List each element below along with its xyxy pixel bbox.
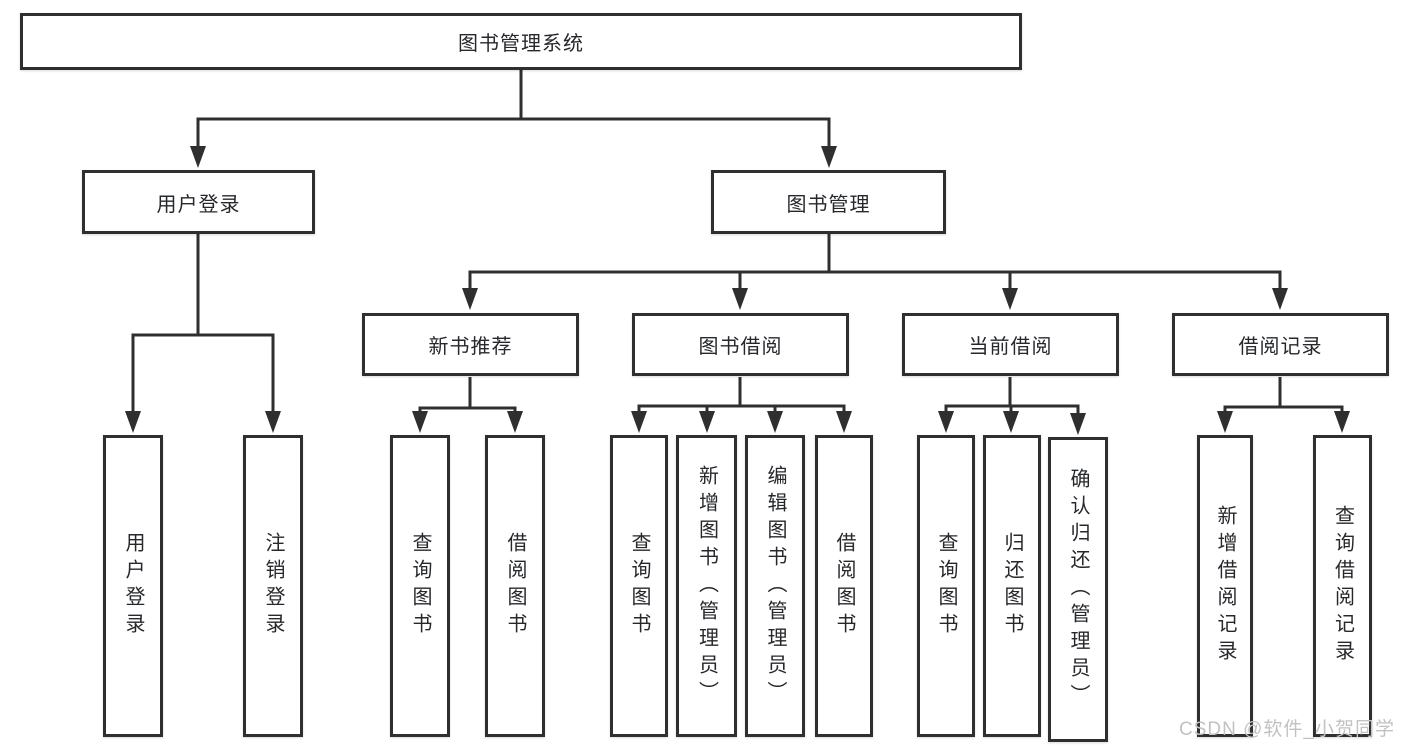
leaf-newrec-query-book-label: 查询图书 [409, 532, 431, 640]
node-root-label: 图书管理系统 [458, 33, 584, 55]
node-book-management: 图书管理 [711, 170, 946, 234]
node-user-login-label: 用户登录 [156, 193, 241, 216]
leaf-current-query-book-label: 查询图书 [935, 532, 957, 640]
leaf-logout: 注销登录 [243, 435, 303, 737]
leaf-edit-book-admin: 编辑图书（管理员） [745, 435, 805, 737]
node-root: 图书管理系统 [20, 13, 1022, 70]
leaf-confirm-return-admin-label: 确认归还（管理员） [1067, 468, 1089, 711]
node-book-borrow: 图书借阅 [632, 313, 849, 376]
leaf-query-borrow-record-label: 查询借阅记录 [1331, 505, 1354, 667]
node-book-management-label: 图书管理 [786, 193, 871, 216]
leaf-newrec-query-book: 查询图书 [390, 435, 450, 737]
leaf-return-book-label: 归还图书 [1001, 532, 1023, 640]
leaf-add-borrow-record-label: 新增借阅记录 [1214, 505, 1236, 667]
node-user-login: 用户登录 [82, 170, 315, 234]
leaf-borrow-query-book-label: 查询图书 [628, 532, 650, 640]
csdn-watermark: CSDN @软件_小贺同学 [1179, 719, 1395, 740]
leaf-user-login: 用户登录 [103, 435, 163, 737]
leaf-borrow-query-book: 查询图书 [610, 435, 668, 737]
node-current-borrow: 当前借阅 [902, 313, 1119, 376]
leaf-current-query-book: 查询图书 [917, 435, 975, 737]
leaf-newrec-borrow-book: 借阅图书 [485, 435, 545, 737]
leaf-user-login-label: 用户登录 [122, 532, 144, 640]
leaf-query-borrow-record: 查询借阅记录 [1313, 435, 1372, 737]
leaf-borrow-book-label: 借阅图书 [833, 532, 855, 640]
leaf-newrec-borrow-book-label: 借阅图书 [504, 532, 526, 640]
leaf-add-book-admin-label: 新增图书（管理员） [695, 464, 718, 708]
node-book-borrow-label: 图书借阅 [698, 336, 783, 358]
leaf-add-borrow-record: 新增借阅记录 [1197, 435, 1253, 737]
leaf-logout-label: 注销登录 [262, 532, 284, 640]
leaf-add-book-admin: 新增图书（管理员） [676, 435, 737, 737]
leaf-return-book: 归还图书 [983, 435, 1041, 737]
node-borrow-record: 借阅记录 [1172, 313, 1389, 376]
leaf-edit-book-admin-label: 编辑图书（管理员） [764, 464, 786, 708]
leaf-borrow-book: 借阅图书 [815, 435, 873, 737]
node-current-borrow-label: 当前借阅 [968, 336, 1053, 358]
node-borrow-record-label: 借阅记录 [1238, 336, 1323, 358]
node-new-book-recommend: 新书推荐 [362, 313, 579, 376]
leaf-confirm-return-admin: 确认归还（管理员） [1048, 437, 1108, 742]
node-new-book-recommend-label: 新书推荐 [428, 336, 513, 358]
